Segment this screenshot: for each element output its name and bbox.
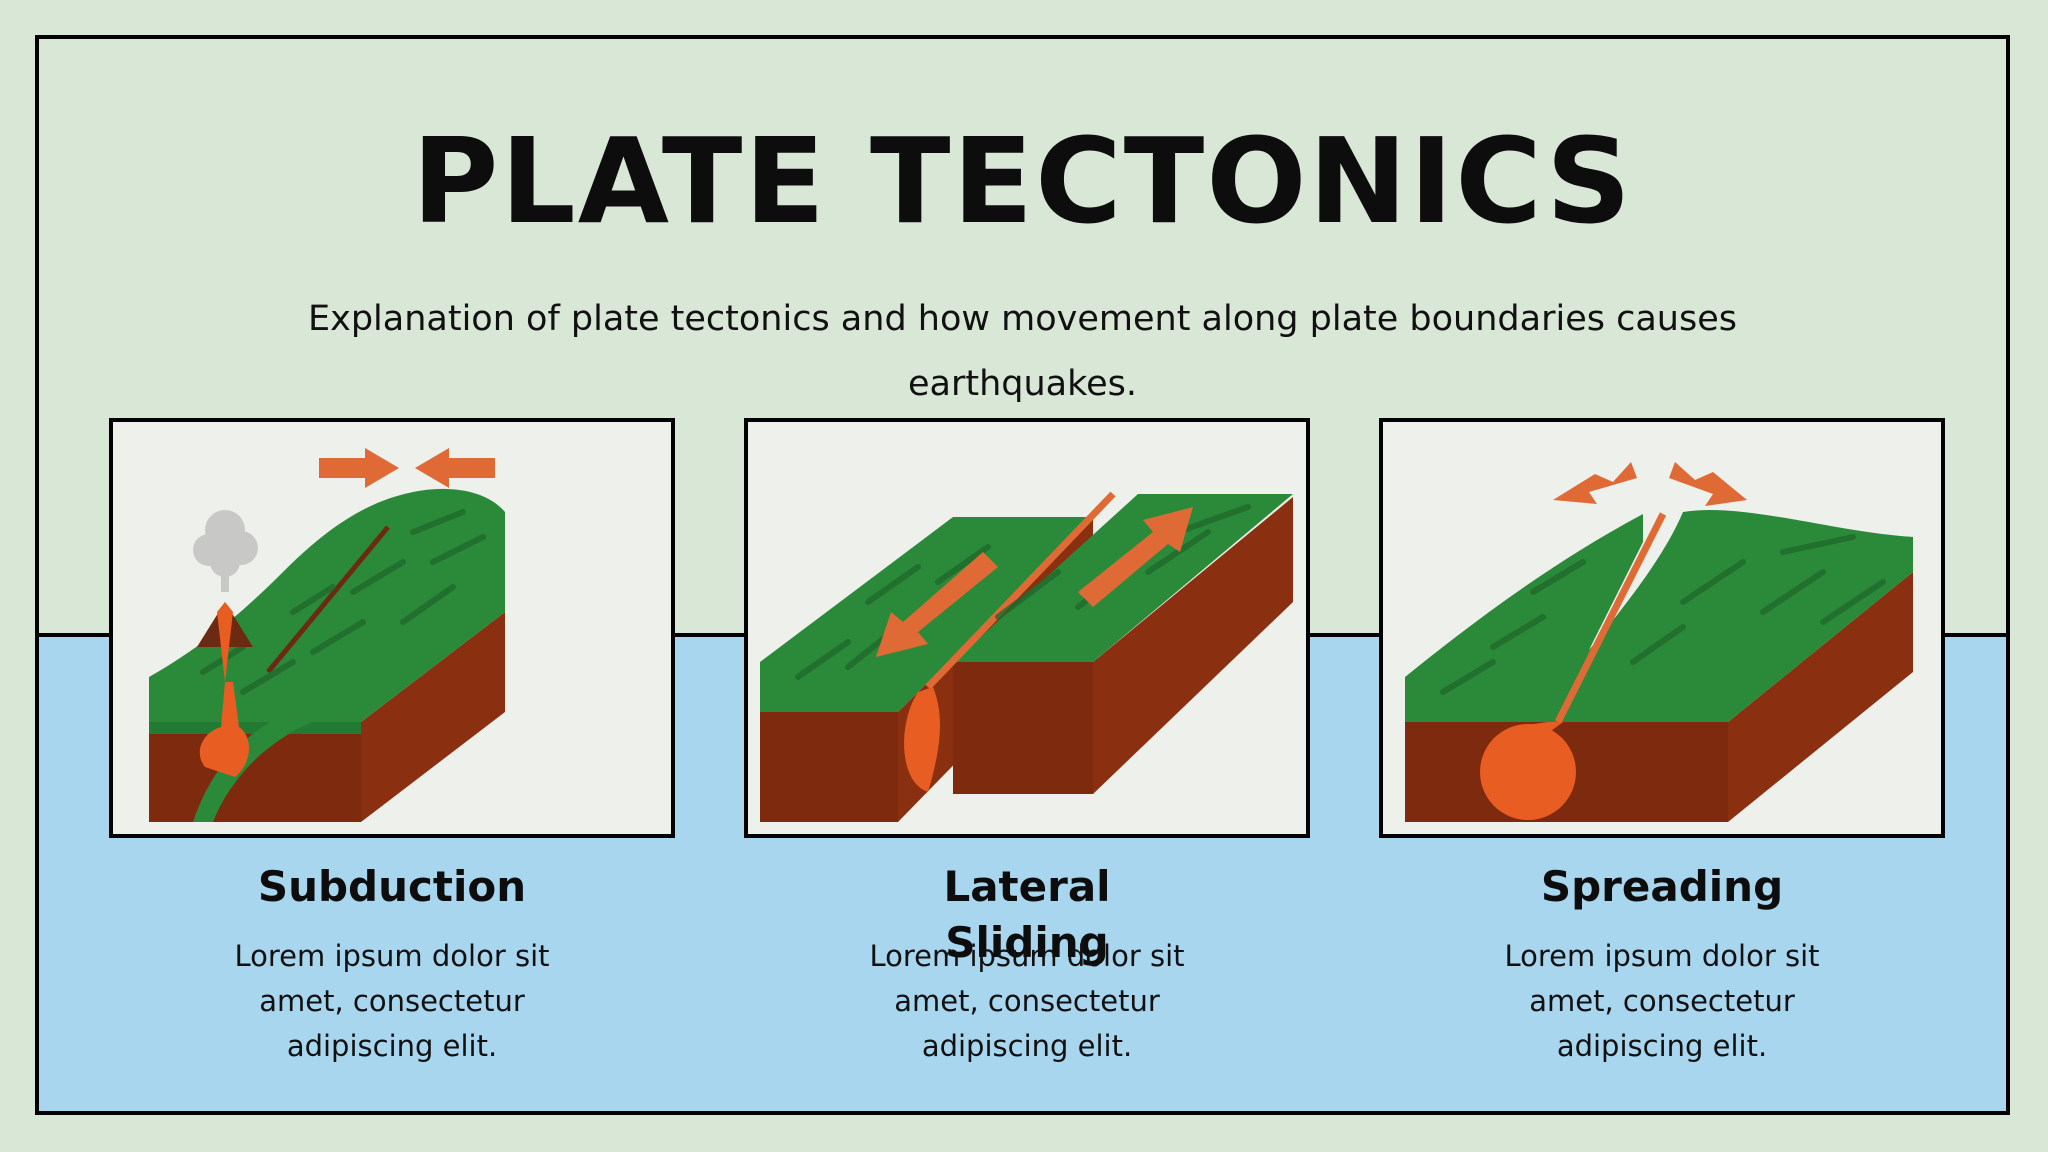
lateral-sliding-card xyxy=(744,418,1310,838)
arrow-up-left-icon xyxy=(1553,462,1637,504)
lateral-sliding-label: Lateral Sliding xyxy=(943,862,1111,967)
page-title: PLATE TECTONICS xyxy=(412,112,1633,250)
subduction-card xyxy=(109,418,675,838)
lateral-sliding-text: Lorem ipsum dolor sit amet, consectetur … xyxy=(869,939,1185,1063)
spreading-text: Lorem ipsum dolor sit amet, consectetur … xyxy=(1504,939,1820,1063)
spreading-diagram xyxy=(1405,462,1913,822)
lateral-sliding-diagram xyxy=(760,491,1293,822)
page-subtitle: Explanation of plate tectonics and how m… xyxy=(308,299,1737,404)
arrow-right-icon xyxy=(319,448,399,488)
magma-chamber-icon xyxy=(1480,724,1576,820)
subduction-diagram xyxy=(149,448,505,822)
arrow-down-left-icon xyxy=(876,552,998,657)
subduction-label: Subduction xyxy=(257,862,527,911)
subduction-text: Lorem ipsum dolor sit amet, consectetur … xyxy=(234,939,550,1063)
smoke-icon xyxy=(193,510,258,592)
spreading-card xyxy=(1379,418,1945,838)
arrow-up-right-icon xyxy=(1078,507,1193,607)
arrow-up-right-icon xyxy=(1669,462,1747,506)
arrow-left-icon xyxy=(415,448,495,488)
spreading-label: Spreading xyxy=(1540,862,1784,911)
slide-frame: PLATE TECTONICS Explanation of plate tec… xyxy=(35,35,2010,1115)
